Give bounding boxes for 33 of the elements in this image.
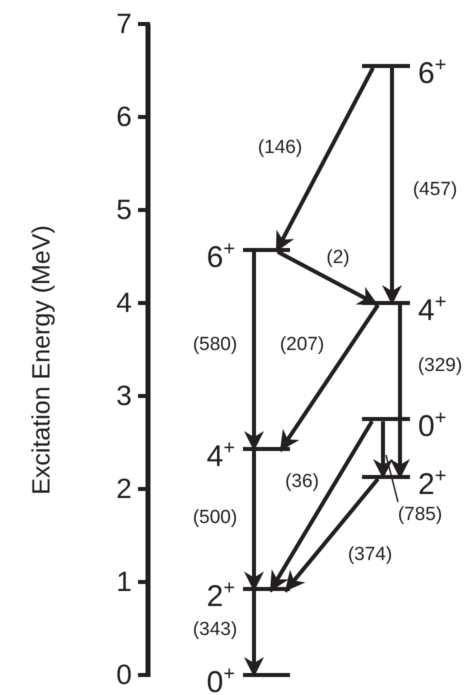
spin-label: 0$^{+}$ [206,662,235,695]
edge-label: (580) [192,334,238,356]
tick-label: 5 [116,195,132,225]
spin-label: 2$^{+}$ [206,576,235,614]
transition-arrow [274,66,375,253]
edge-label: (343) [192,619,238,641]
spin-label: 0$^{+}$ [418,406,446,444]
spin-label: 4$^{+}$ [206,436,235,474]
tick-label: 3 [116,381,132,411]
tick-label: 7 [116,9,132,39]
edge-label: (457) [412,179,458,201]
spin-label: 4$^{+}$ [418,290,446,328]
transition-arrow [283,478,380,593]
edge-label: (374) [348,544,392,566]
tick-label: 4 [116,288,132,318]
tick-label: 0 [116,660,132,690]
tick-label: 2 [116,474,132,504]
transition-arrow [278,304,380,452]
transition-arrow [244,451,264,592]
tick-label: 1 [116,567,132,597]
edge-label: (500) [192,507,238,529]
edge-label: (36) [285,471,319,493]
edge-label: (2) [326,247,350,269]
tick-label: 6 [116,102,132,132]
spin-label: 6$^{+}$ [418,52,446,91]
axis-title: Excitation Energy (MeV) [28,225,56,495]
spin-label: 2$^{+}$ [418,464,446,502]
edge-label: (207) [280,334,324,356]
edge-label: (146) [258,137,302,159]
edge-label: (329) [418,355,462,377]
transition-arrow [268,420,374,592]
edge-label: (785) [398,504,442,526]
spin-label: 6$^{+}$ [206,236,235,275]
